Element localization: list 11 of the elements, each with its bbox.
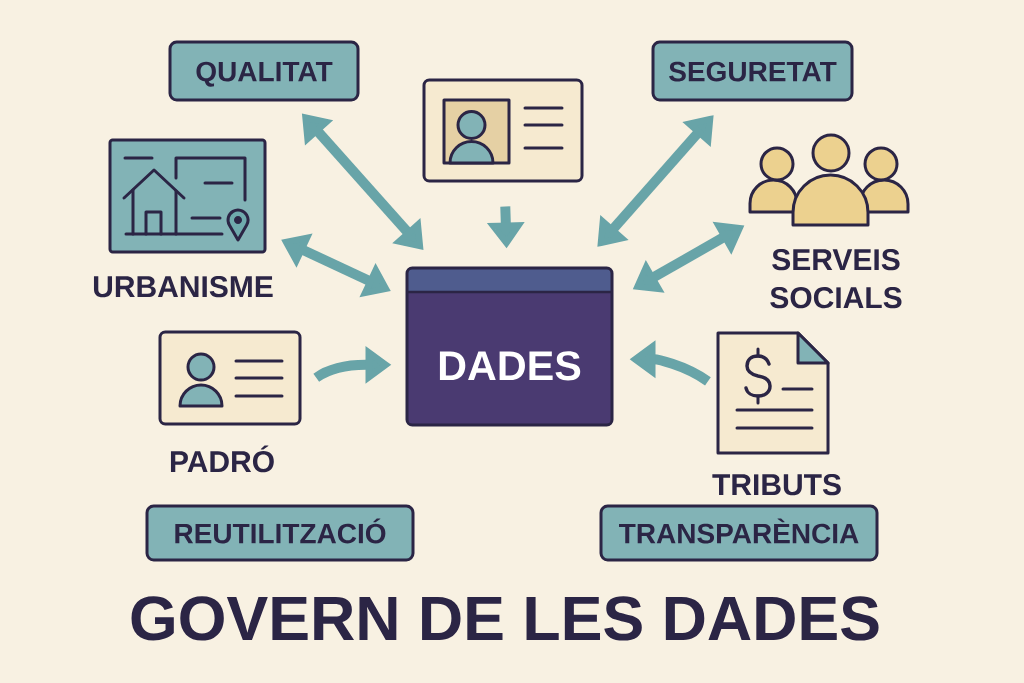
label-box: REUTILITZACIÓ [145, 504, 415, 562]
label-box: SEGURETAT [651, 40, 854, 102]
label-box: QUALITAT [168, 40, 360, 102]
label-box: TRANSPARÈNCIA [599, 504, 879, 562]
id-card-icon [422, 78, 584, 183]
title: GOVERN DE LES DADES [131, 596, 879, 641]
icon-label: URBANISME [93, 276, 273, 298]
icon-label: TRIBUTS [712, 474, 841, 496]
icon-label: PADRÓ [170, 445, 274, 473]
window-box: DADES [405, 266, 614, 427]
icon-label: SERVEIS SOCIALS [770, 249, 902, 309]
